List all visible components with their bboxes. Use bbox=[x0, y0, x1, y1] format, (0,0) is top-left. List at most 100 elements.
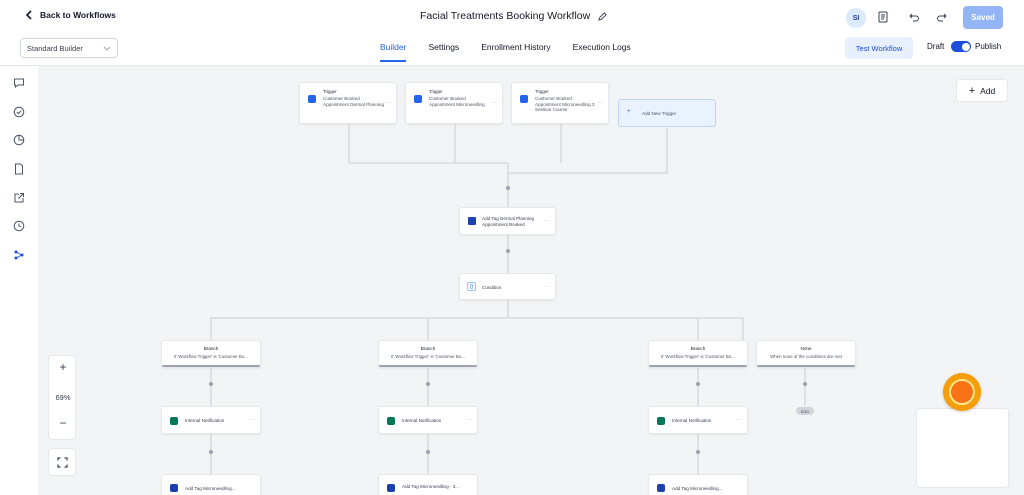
add-step-dot[interactable] bbox=[209, 450, 213, 454]
more-icon[interactable]: ··· bbox=[597, 100, 603, 106]
workflow-canvas[interactable]: Trigger Customer Booked Appointment Derm… bbox=[38, 66, 1024, 495]
add-step-dot[interactable] bbox=[696, 382, 700, 386]
condition-node[interactable]: {} Condition ··· bbox=[459, 273, 556, 300]
notification-label: Internal Notification bbox=[672, 418, 712, 423]
zoom-in-button[interactable]: + bbox=[59, 360, 67, 374]
fit-view-button[interactable] bbox=[48, 448, 76, 476]
action-node[interactable]: Add Tag Microneedling... bbox=[648, 474, 748, 495]
branch-node[interactable]: Branch If 'Workflow Trigger' is 'Custome… bbox=[648, 340, 748, 368]
calendar-icon bbox=[520, 95, 528, 103]
add-label: Add bbox=[980, 85, 996, 96]
publish-toggle[interactable] bbox=[951, 41, 971, 52]
notes-icon[interactable] bbox=[876, 10, 890, 24]
connector-lines bbox=[210, 124, 806, 474]
workflow-title-text: Facial Treatments Booking Workflow bbox=[420, 10, 591, 22]
action-node[interactable]: Add Tag Dermal Planning Appointment Book… bbox=[459, 207, 556, 235]
calendar-icon bbox=[414, 95, 422, 103]
none-branch-node[interactable]: None When none of the conditions are met bbox=[756, 340, 856, 368]
zoom-out-button[interactable]: − bbox=[59, 416, 67, 430]
tag-icon bbox=[468, 217, 476, 225]
add-step-dot[interactable] bbox=[506, 186, 510, 190]
add-step-dot[interactable] bbox=[426, 450, 430, 454]
action-text: Add Tag Microneedling... bbox=[185, 486, 236, 491]
more-icon[interactable]: ··· bbox=[544, 218, 550, 224]
trigger-node[interactable]: Trigger Customer Booked Appointment Derm… bbox=[299, 82, 397, 124]
add-step-dot[interactable] bbox=[506, 249, 510, 253]
end-pill: END bbox=[796, 407, 814, 415]
zoom-controls: + 69% − bbox=[48, 355, 76, 440]
add-trigger-label: Add New Trigger bbox=[642, 111, 677, 116]
document-icon[interactable] bbox=[13, 162, 25, 175]
back-label: Back to Workflows bbox=[40, 10, 116, 20]
draft-label: Draft bbox=[927, 42, 945, 51]
action-text: Add Tag Microneedling - 3... bbox=[402, 484, 460, 489]
back-to-workflows-button[interactable]: Back to Workflows bbox=[24, 10, 116, 20]
notification-label: Internal Notification bbox=[185, 418, 225, 423]
branch-text: When none of the conditions are met bbox=[770, 354, 842, 359]
plus-icon: + bbox=[627, 109, 631, 115]
minimap[interactable] bbox=[916, 408, 1009, 488]
notification-icon bbox=[657, 417, 665, 425]
chevron-down-icon bbox=[103, 46, 111, 51]
avatar[interactable]: SI bbox=[846, 8, 866, 28]
condition-label: Condition bbox=[482, 285, 502, 290]
redo-icon[interactable] bbox=[935, 10, 949, 24]
more-icon[interactable]: ··· bbox=[736, 417, 742, 423]
trigger-title: Trigger bbox=[323, 89, 337, 94]
tab-execution-logs[interactable]: Execution Logs bbox=[572, 42, 631, 52]
branch-node[interactable]: Branch If 'Workflow Trigger' is 'Custome… bbox=[378, 340, 478, 368]
notification-node[interactable]: Internal Notification ··· bbox=[161, 406, 261, 434]
add-step-dot[interactable] bbox=[426, 382, 430, 386]
trigger-text: Customer Booked Appointment Microneedlin… bbox=[429, 96, 485, 107]
more-icon[interactable]: ··· bbox=[466, 417, 472, 423]
trigger-title: Trigger bbox=[535, 89, 549, 94]
condition-icon: {} bbox=[467, 282, 476, 291]
branch-text: If 'Workflow Trigger' is 'Customer Bo... bbox=[391, 354, 465, 359]
tag-icon bbox=[657, 484, 665, 492]
add-step-dot[interactable] bbox=[209, 382, 213, 386]
tag-icon bbox=[387, 484, 395, 492]
test-workflow-button[interactable]: Test Workflow bbox=[845, 37, 913, 59]
trigger-node[interactable]: Trigger Customer Booked Appointment Micr… bbox=[511, 82, 609, 124]
calendar-icon bbox=[308, 95, 316, 103]
notification-node[interactable]: Internal Notification ··· bbox=[378, 406, 478, 434]
add-step-dot[interactable] bbox=[696, 450, 700, 454]
branch-title: Branch bbox=[690, 346, 706, 351]
check-circle-icon[interactable] bbox=[13, 105, 25, 118]
tag-icon bbox=[170, 484, 178, 492]
tab-settings[interactable]: Settings bbox=[428, 42, 460, 52]
workflow-title: Facial Treatments Booking Workflow bbox=[420, 10, 607, 22]
add-step-dot[interactable] bbox=[803, 382, 807, 386]
pie-chart-icon[interactable] bbox=[13, 133, 25, 146]
action-node[interactable]: Add Tag Microneedling - 3... bbox=[378, 474, 478, 495]
expand-icon bbox=[56, 456, 68, 468]
workflow-icon[interactable] bbox=[13, 248, 25, 260]
action-text: Add Tag Microneedling... bbox=[672, 486, 723, 491]
pencil-icon[interactable] bbox=[598, 11, 607, 21]
branch-title: Branch bbox=[420, 346, 436, 351]
chat-icon[interactable] bbox=[13, 76, 25, 89]
branch-title: Branch bbox=[203, 346, 219, 351]
action-text: Add Tag Dermal Planning Appointment Book… bbox=[482, 216, 535, 227]
more-icon[interactable]: ··· bbox=[385, 100, 391, 106]
zoom-level: 69% bbox=[55, 393, 71, 402]
tab-builder[interactable]: Builder bbox=[380, 36, 407, 62]
tab-enrollment-history[interactable]: Enrollment History bbox=[481, 42, 551, 52]
add-button[interactable]: + Add bbox=[956, 79, 1008, 102]
helper-widget-icon[interactable] bbox=[943, 373, 981, 411]
more-icon[interactable]: ··· bbox=[249, 417, 255, 423]
action-node[interactable]: Add Tag Microneedling... bbox=[161, 474, 261, 495]
undo-icon[interactable] bbox=[907, 10, 921, 24]
top-bar: Back to Workflows Facial Treatments Book… bbox=[0, 0, 1024, 36]
branch-node[interactable]: Branch If 'Workflow Trigger' is 'Custome… bbox=[161, 340, 261, 368]
saved-button[interactable]: Saved bbox=[963, 6, 1003, 29]
trigger-node[interactable]: Trigger Customer Booked Appointment Micr… bbox=[405, 82, 503, 124]
add-new-trigger-button[interactable]: + Add New Trigger bbox=[618, 99, 716, 127]
plus-icon: + bbox=[968, 84, 976, 97]
history-icon[interactable] bbox=[13, 219, 25, 232]
builder-select[interactable]: Standard Builder bbox=[20, 38, 118, 58]
notification-node[interactable]: Internal Notification ··· bbox=[648, 406, 748, 434]
more-icon[interactable]: ··· bbox=[544, 283, 550, 290]
external-link-icon[interactable] bbox=[13, 191, 25, 203]
more-icon[interactable]: ··· bbox=[491, 100, 497, 106]
